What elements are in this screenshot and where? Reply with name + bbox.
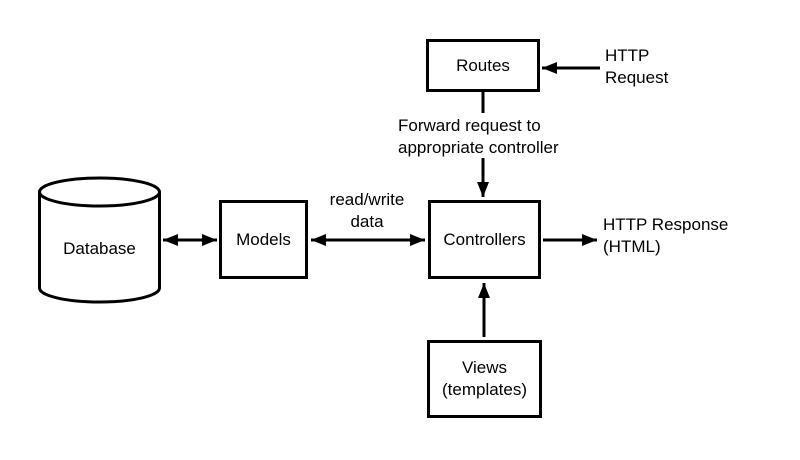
- forward-request-line1: Forward request to: [398, 116, 541, 135]
- node-routes-label: Routes: [456, 55, 510, 75]
- http-request-line1: HTTP: [605, 46, 650, 65]
- forward-request-line2: appropriate controller: [398, 138, 559, 157]
- read-write-line2: data: [350, 212, 384, 231]
- node-models: Models: [219, 200, 308, 279]
- forward-request-label: Forward request to appropriate controlle…: [398, 115, 559, 159]
- node-models-label: Models: [236, 229, 291, 249]
- http-response-label: HTTP Response (HTML): [603, 214, 728, 258]
- node-views-label-line2: (templates): [441, 380, 528, 399]
- read-write-data-label: read/write data: [325, 189, 409, 233]
- http-response-line2: (HTML): [603, 237, 661, 256]
- node-database-label: Database: [38, 238, 161, 260]
- node-controllers-label: Controllers: [443, 229, 526, 249]
- http-request-label: HTTP Request: [605, 45, 668, 89]
- node-views: Views (templates): [427, 340, 542, 418]
- database-label-text: Database: [63, 239, 136, 258]
- http-response-line1: HTTP Response: [603, 215, 729, 234]
- node-views-label-line1: Views: [461, 358, 508, 377]
- read-write-line1: read/write: [329, 190, 405, 209]
- node-routes: Routes: [426, 39, 540, 92]
- node-controllers: Controllers: [428, 200, 541, 279]
- http-request-line2: Request: [605, 68, 669, 87]
